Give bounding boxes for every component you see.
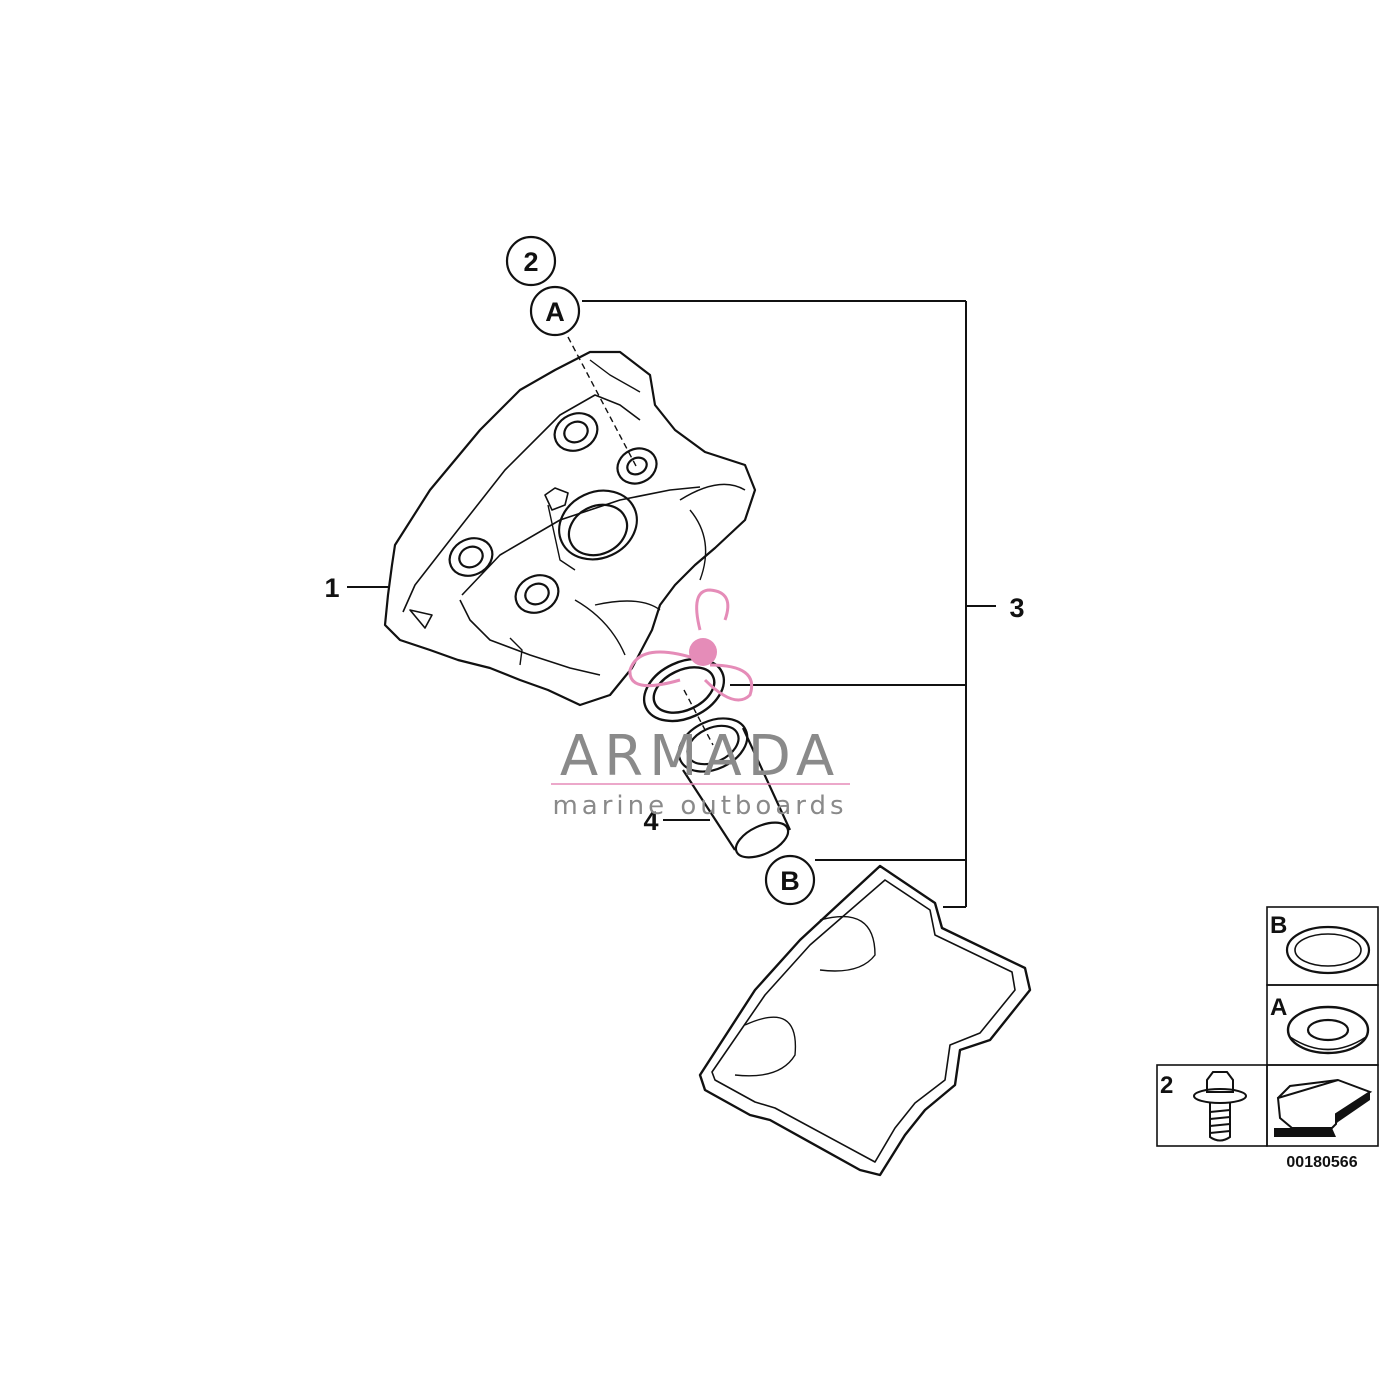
watermark-brand: ARMADA [560,724,840,789]
label-part-4: 4 [643,806,658,836]
callout-a-circle: A [529,285,581,337]
leader-lines [347,300,996,908]
callout-b: B [780,866,800,896]
callout-b-circle: B [764,854,816,906]
callout-2-circle: 2 [505,235,557,287]
o-ring-icon [1285,925,1371,975]
legend-b-label: B [1270,912,1287,939]
bolt-icon [1193,1071,1247,1142]
watermark-logo-icon [628,588,753,702]
spark-plug-tube [677,717,791,859]
legend-a-label: A [1270,994,1287,1021]
callout-a: A [545,297,565,327]
legend-grid [1156,906,1379,1147]
legend-cell-2: 2 [1160,1071,1247,1142]
sealing-washer-icon [1286,1005,1370,1055]
legend-cell-a: A [1270,994,1370,1055]
watermark-tagline: marine outboards [552,791,847,821]
label-part-1: 1 [324,573,339,603]
arrow-icon [1274,1078,1373,1137]
label-part-3: 3 [1009,593,1024,623]
legend-cell-arrow [1274,1078,1373,1137]
drawing-number: 00180566 [1286,1154,1357,1171]
valve-cover-gasket [698,864,1032,1177]
legend-2-label: 2 [1160,1072,1173,1099]
seal-ring [642,657,726,723]
legend-cell-b: B [1270,912,1371,975]
valve-cover [383,350,757,707]
callout-2: 2 [523,247,538,277]
